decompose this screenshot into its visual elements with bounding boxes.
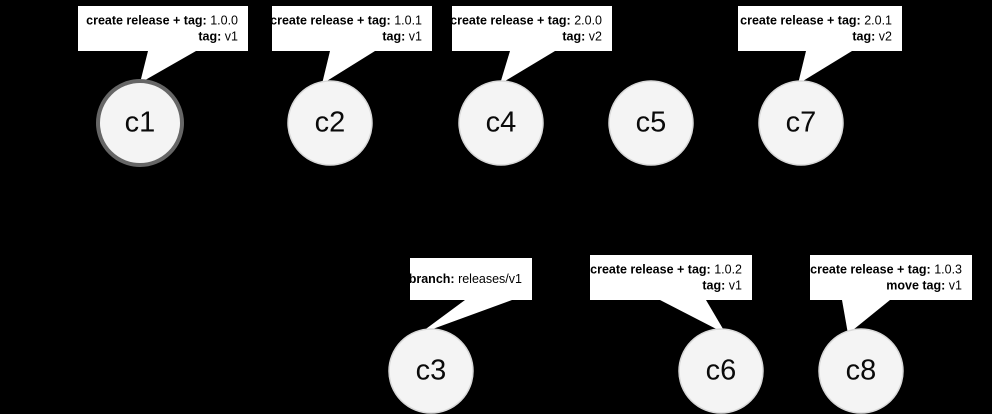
callout-line-key: create release + tag: [86, 14, 207, 28]
callout-line-value: 1.0.3 [934, 263, 962, 277]
callout-line-key: create release + tag: [810, 263, 931, 277]
callout[interactable]: branch: releases/v1 [409, 258, 532, 334]
callout-line-key: tag: [852, 30, 875, 44]
callout-box[interactable] [590, 255, 752, 300]
callout-box[interactable] [272, 6, 432, 51]
callout-line: create release + tag: 1.0.1 [270, 14, 422, 28]
callout-line-value: 2.0.0 [574, 14, 602, 28]
commit-label: c5 [636, 107, 667, 139]
nodes-layer: c1 c2 c4 c5 c7 c3 c6 c8 [96, 79, 904, 414]
callout-box[interactable] [810, 255, 972, 300]
callout-line-value: v1 [409, 30, 422, 44]
callout-line-key: tag: [382, 30, 405, 44]
callout-line-value: v1 [949, 279, 962, 293]
callout-pointer-tail [322, 51, 375, 84]
commit-label: c4 [486, 107, 517, 139]
callout-line-value: v1 [225, 30, 238, 44]
callout-line-value: releases/v1 [458, 272, 522, 286]
callout-line: create release + tag: 2.0.0 [450, 14, 602, 28]
commit-node-c7[interactable]: c7 [758, 80, 844, 166]
commit-circle[interactable] [458, 80, 544, 166]
callout-line-value: 2.0.1 [864, 14, 892, 28]
callout[interactable]: create release + tag: 1.0.2 tag: v1 [590, 255, 752, 334]
commit-label: c1 [125, 107, 156, 139]
callout-line-key: branch: [409, 272, 455, 286]
callout-line: create release + tag: 1.0.0 [86, 14, 238, 28]
commit-label: c8 [846, 355, 877, 387]
commit-label: c3 [416, 355, 447, 387]
callout-line: tag: v1 [702, 279, 742, 293]
callout-line-value: 1.0.1 [394, 14, 422, 28]
callout-line-value: 1.0.2 [714, 263, 742, 277]
commit-label: c2 [315, 107, 346, 139]
commit-label: c6 [706, 355, 737, 387]
commit-node-c2[interactable]: c2 [287, 80, 373, 166]
commit-node-c5[interactable]: c5 [608, 80, 694, 166]
callout-line: create release + tag: 1.0.2 [590, 263, 742, 277]
commit-circle[interactable] [96, 79, 184, 167]
callout-pointer-tail [419, 300, 512, 334]
commit-node-c3[interactable]: c3 [388, 328, 474, 414]
callout-line-key: tag: [702, 279, 725, 293]
callout-line-key: tag: [198, 30, 221, 44]
callout-line-value: 1.0.0 [210, 14, 238, 28]
callout-line-key: create release + tag: [740, 14, 861, 28]
callout-box[interactable] [410, 258, 532, 300]
callout-line: move tag: v1 [886, 279, 962, 293]
callout[interactable]: create release + tag: 1.0.3 move tag: v1 [810, 255, 972, 334]
callout-pointer-tail [798, 51, 852, 84]
callout-line: create release + tag: 2.0.1 [740, 14, 892, 28]
callout[interactable]: create release + tag: 1.0.1 tag: v1 [270, 6, 432, 84]
callout-line: tag: v1 [198, 30, 238, 44]
commit-circle[interactable] [287, 80, 373, 166]
callout-line: tag: v1 [382, 30, 422, 44]
commit-circle[interactable] [678, 328, 764, 414]
callout-line: branch: releases/v1 [409, 272, 522, 286]
commit-circle[interactable] [758, 80, 844, 166]
callout-line-key: create release + tag: [590, 263, 711, 277]
callout-line-key: tag: [562, 30, 585, 44]
commit-circle[interactable] [818, 328, 904, 414]
callout-line-value: v2 [879, 30, 892, 44]
callout[interactable]: create release + tag: 1.0.0 tag: v1 [78, 6, 248, 83]
commit-circle[interactable] [388, 328, 474, 414]
commit-label: c7 [786, 107, 817, 139]
callout-line-key: create release + tag: [450, 14, 571, 28]
callout-pointer-tail [660, 300, 726, 334]
callout-box[interactable] [738, 6, 902, 51]
callout-line-key: move tag: [886, 279, 945, 293]
callout-pointer-tail [500, 51, 555, 84]
commit-node-c4[interactable]: c4 [458, 80, 544, 166]
callout-pointer-tail [842, 300, 890, 334]
callout-line-value: v1 [729, 279, 742, 293]
commit-circle[interactable] [608, 80, 694, 166]
callout-line: tag: v2 [852, 30, 892, 44]
callout-box[interactable] [78, 6, 248, 51]
commit-node-c6[interactable]: c6 [678, 328, 764, 414]
callout-pointer-tail [140, 51, 196, 83]
commit-node-c1[interactable]: c1 [96, 79, 184, 167]
callout-line: tag: v2 [562, 30, 602, 44]
callout-box[interactable] [452, 6, 612, 51]
callout-line-key: create release + tag: [270, 14, 391, 28]
commit-node-c8[interactable]: c8 [818, 328, 904, 414]
callout-line-value: v2 [589, 30, 602, 44]
callout[interactable]: create release + tag: 2.0.0 tag: v2 [450, 6, 612, 84]
callout-line: create release + tag: 1.0.3 [810, 263, 962, 277]
callout[interactable]: create release + tag: 2.0.1 tag: v2 [738, 6, 902, 84]
